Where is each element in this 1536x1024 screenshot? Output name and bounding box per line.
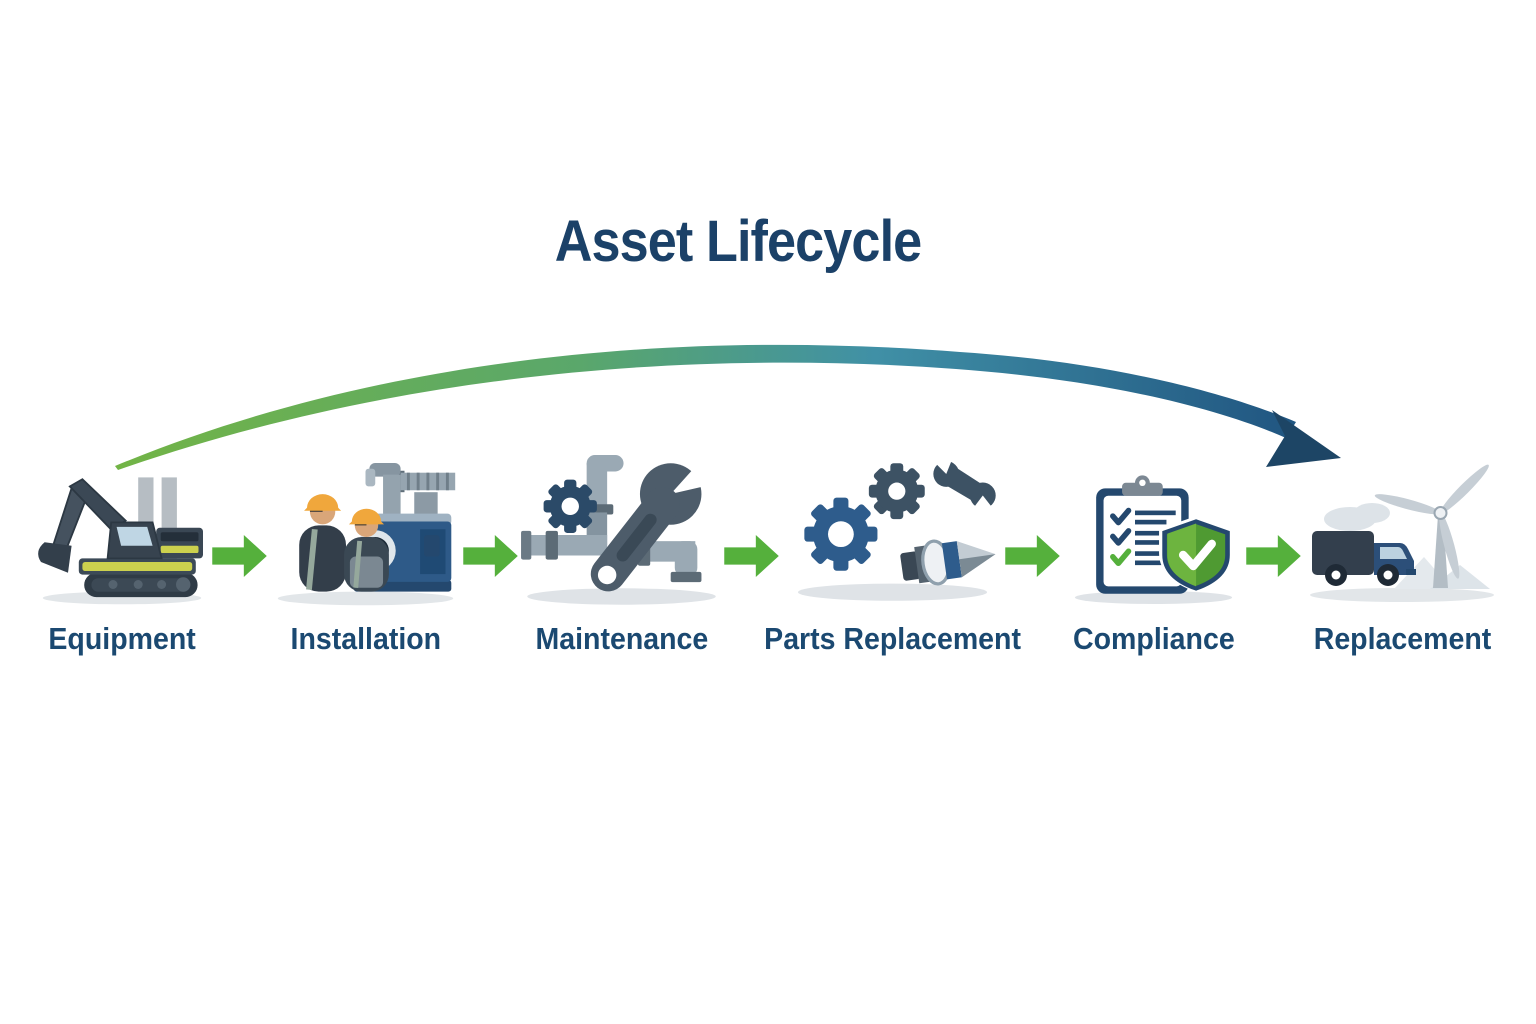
stage-installation: Installation bbox=[268, 455, 463, 657]
truck-wind-turbine-icon bbox=[1310, 464, 1494, 602]
workers-installing-machine-icon bbox=[277, 462, 456, 606]
stage-equipment: Equipment bbox=[32, 455, 212, 657]
green-right-arrow-icon bbox=[1246, 534, 1301, 578]
stage-row: Equipment bbox=[32, 452, 1502, 657]
stage-maintenance: Maintenance bbox=[519, 453, 724, 657]
curve-ribbon bbox=[115, 344, 1296, 470]
stage-label-parts-replacement: Parts Replacement bbox=[764, 621, 1021, 656]
stage-compliance: Compliance bbox=[1061, 455, 1246, 657]
wrench-gear-pipes-icon bbox=[521, 453, 724, 605]
checklist-shield-icon bbox=[1074, 475, 1234, 605]
excavator-icon bbox=[38, 477, 203, 605]
stage-label-replacement: Replacement bbox=[1313, 621, 1491, 656]
stage-parts-replacement: Parts Replacement bbox=[764, 452, 1021, 657]
stage-label-installation: Installation bbox=[290, 621, 441, 656]
gears-drill-bit-icon bbox=[797, 452, 998, 601]
stage-label-compliance: Compliance bbox=[1072, 621, 1235, 656]
stage-replacement: Replacement bbox=[1302, 455, 1502, 657]
green-right-arrow-icon bbox=[1005, 534, 1060, 578]
page-title: Asset Lifecycle bbox=[554, 209, 923, 274]
stage-label-maintenance: Maintenance bbox=[535, 621, 708, 656]
green-right-arrow-icon bbox=[212, 534, 267, 578]
green-right-arrow-icon bbox=[724, 534, 779, 578]
green-right-arrow-icon bbox=[463, 534, 518, 578]
stage-label-equipment: Equipment bbox=[48, 621, 196, 656]
